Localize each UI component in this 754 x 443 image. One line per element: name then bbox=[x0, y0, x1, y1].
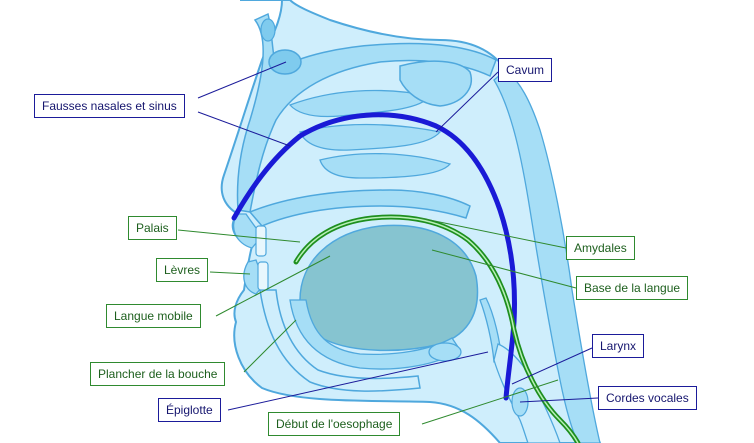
leader-epiglotte bbox=[227, 351, 489, 411]
leader-base-langue bbox=[431, 249, 577, 289]
leader-cordes bbox=[519, 397, 599, 403]
jaw-bone bbox=[259, 289, 421, 392]
leader-fosses bbox=[197, 61, 287, 99]
label-epiglotte: Épiglotte bbox=[158, 398, 221, 422]
hyoid-bone bbox=[428, 342, 462, 362]
cervical-column bbox=[493, 69, 601, 443]
leader-oesophage bbox=[421, 379, 559, 425]
leader-palais bbox=[177, 229, 301, 243]
label-cavum: Cavum bbox=[498, 58, 553, 82]
leader-langue bbox=[215, 255, 331, 317]
label-langue-mobile: Langue mobile bbox=[106, 304, 201, 328]
leader-cavum bbox=[435, 71, 499, 133]
food-path-inner bbox=[295, 216, 579, 443]
label-plancher-bouche: Plancher de la bouche bbox=[90, 362, 226, 386]
label-cordes-vocales: Cordes vocales bbox=[598, 386, 697, 410]
hard-palate bbox=[248, 189, 471, 227]
skull-base bbox=[399, 60, 473, 107]
turbinate-lower bbox=[319, 152, 452, 179]
leader-amydales bbox=[419, 217, 567, 249]
leader-levres bbox=[209, 271, 251, 275]
label-amydales: Amydales bbox=[566, 236, 635, 260]
label-larynx: Larynx bbox=[592, 334, 645, 358]
upper-tooth bbox=[255, 225, 267, 257]
leader-plancher bbox=[243, 319, 297, 373]
label-fosses-nasales: Fausses nasales et sinus bbox=[34, 94, 185, 118]
label-palais: Palais bbox=[128, 216, 177, 240]
label-base-langue: Base de la langue bbox=[576, 276, 689, 300]
nasal-bone-layer bbox=[236, 12, 497, 213]
label-oesophage: Début de l'oesophage bbox=[268, 412, 401, 436]
label-levres: Lèvres bbox=[156, 258, 209, 282]
turbinate-upper bbox=[288, 89, 432, 118]
leader-fosses-2 bbox=[197, 111, 291, 147]
sinus-cavity-small bbox=[260, 18, 276, 42]
leader-larynx bbox=[511, 347, 593, 385]
turbinate-middle bbox=[299, 123, 442, 151]
lower-tooth bbox=[257, 261, 269, 291]
